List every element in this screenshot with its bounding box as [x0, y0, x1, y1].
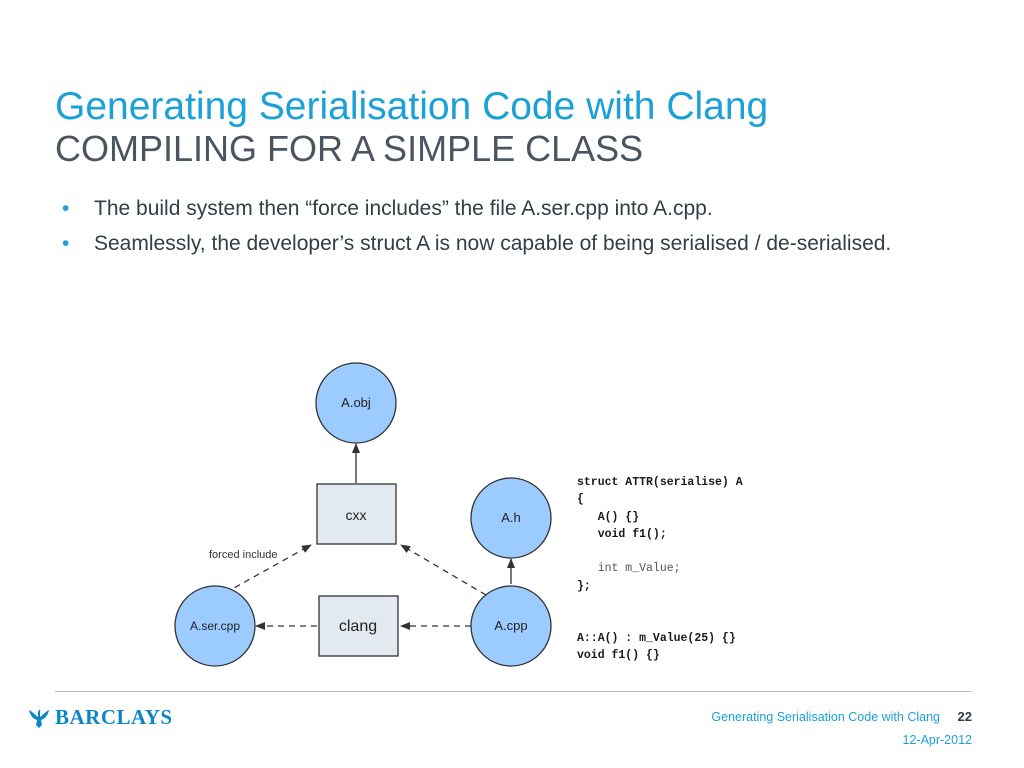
node-a-obj: A.obj	[315, 362, 397, 444]
node-label: A.obj	[341, 395, 371, 410]
code-line: A() {}	[577, 510, 640, 524]
code-snippet: struct ATTR(serialise) A { A() {} void f1…	[577, 474, 743, 664]
bullet-dot-icon: •	[62, 197, 70, 220]
code-line: void f1() {}	[577, 648, 660, 662]
brand-logo: BARCLAYS	[27, 705, 173, 730]
edge-ser-to-cxx	[224, 544, 312, 594]
code-line	[577, 612, 743, 629]
bullet-list: • The build system then “force includes” …	[62, 193, 962, 263]
footer-date: 12-Apr-2012	[902, 733, 973, 747]
page-number: 22	[957, 709, 972, 724]
footer-title: Generating Serialisation Code with Clang	[711, 710, 940, 724]
code-line: {	[577, 493, 584, 507]
node-label: A.ser.cpp	[190, 619, 240, 633]
bullet-item: • The build system then “force includes” …	[62, 193, 962, 224]
code-line: struct ATTR(serialise) A	[577, 476, 743, 489]
node-clang: clang	[318, 595, 399, 657]
brand-name: BARCLAYS	[55, 705, 173, 729]
slide-title: Generating Serialisation Code with Clang	[55, 85, 769, 128]
build-diagram: forced include A.obj cxx A.h A.ser.cpp c…	[174, 362, 552, 667]
code-line: };	[577, 579, 591, 593]
node-label: cxx	[346, 507, 367, 523]
node-a-h: A.h	[470, 477, 552, 559]
slide-subtitle: COMPILING FOR A SIMPLE CLASS	[55, 128, 644, 169]
edge-label-forced-include: forced include	[209, 549, 278, 561]
footer-divider	[55, 691, 972, 692]
eagle-icon	[29, 709, 49, 728]
bullet-item: • Seamlessly, the developer’s struct A is…	[62, 228, 962, 259]
node-label: A.h	[501, 510, 521, 525]
bullet-text: Seamlessly, the developer’s struct A is …	[94, 232, 892, 255]
node-a-ser-cpp: A.ser.cpp	[174, 585, 256, 667]
node-cxx: cxx	[316, 483, 397, 545]
code-line: int m_Value;	[577, 562, 681, 576]
code-line: void f1();	[577, 527, 667, 541]
code-line	[577, 543, 743, 560]
code-line	[577, 595, 743, 612]
bullet-dot-icon: •	[62, 232, 70, 255]
node-label: clang	[339, 618, 377, 635]
node-label: A.cpp	[494, 618, 527, 633]
bullet-text: The build system then “force includes” t…	[94, 197, 713, 220]
node-a-cpp: A.cpp	[470, 585, 552, 667]
code-line: A::A() : m_Value(25) {}	[577, 631, 736, 645]
edge-cpp-to-cxx	[400, 544, 487, 596]
